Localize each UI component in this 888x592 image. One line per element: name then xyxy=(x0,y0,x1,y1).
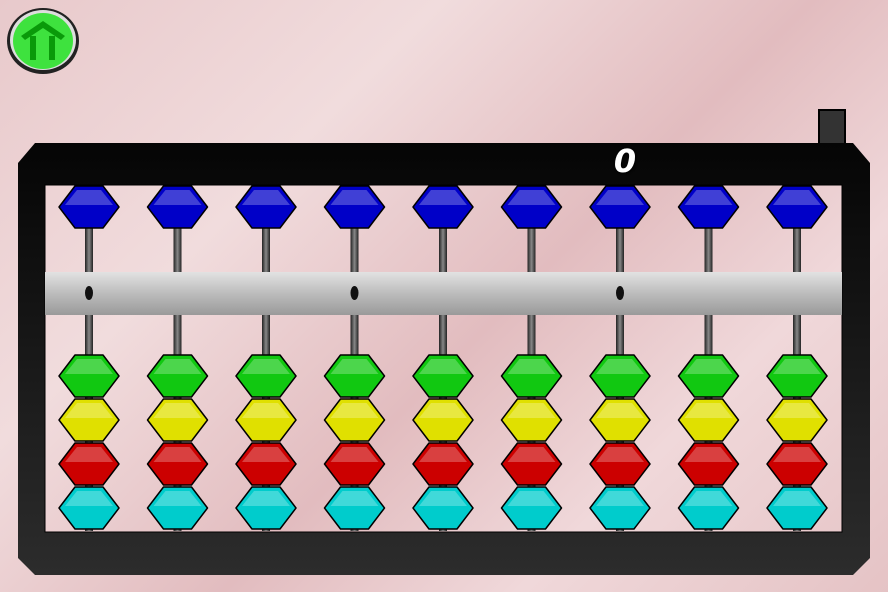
value-display: 0 xyxy=(613,142,637,180)
earth-bead[interactable] xyxy=(412,442,474,486)
earth-bead[interactable] xyxy=(412,486,474,530)
earth-bead[interactable] xyxy=(589,398,651,442)
home-icon xyxy=(7,8,79,74)
earth-bead[interactable] xyxy=(766,442,828,486)
unit-marker-dot xyxy=(350,286,359,300)
earth-bead[interactable] xyxy=(589,442,651,486)
bead-highlight xyxy=(330,403,379,418)
earth-bead[interactable] xyxy=(677,486,740,530)
bead-highlight xyxy=(153,403,202,418)
bead-highlight xyxy=(153,491,202,506)
heaven-bead[interactable] xyxy=(766,185,828,229)
earth-bead[interactable] xyxy=(235,442,297,486)
bead-highlight xyxy=(684,447,733,462)
earth-bead[interactable] xyxy=(412,354,474,398)
earth-bead[interactable] xyxy=(589,486,651,530)
earth-bead[interactable] xyxy=(323,486,386,530)
earth-bead[interactable] xyxy=(235,354,297,398)
bead-highlight xyxy=(65,190,113,205)
bead-highlight xyxy=(242,190,290,205)
heaven-bead[interactable] xyxy=(235,185,297,229)
bead-highlight xyxy=(773,190,821,205)
earth-bead[interactable] xyxy=(235,486,297,530)
earth-bead[interactable] xyxy=(766,354,828,398)
earth-bead[interactable] xyxy=(766,486,828,530)
bead-highlight xyxy=(330,491,379,506)
bead-highlight xyxy=(419,491,467,506)
heaven-bead[interactable] xyxy=(412,185,474,229)
bead-highlight xyxy=(419,403,467,418)
bead-highlight xyxy=(596,403,644,418)
earth-bead[interactable] xyxy=(677,442,740,486)
earth-bead[interactable] xyxy=(58,354,120,398)
bead-highlight xyxy=(419,190,467,205)
bead-highlight xyxy=(507,403,556,418)
heaven-bead[interactable] xyxy=(146,185,209,229)
bead-highlight xyxy=(153,447,202,462)
beam xyxy=(45,272,842,315)
bead-highlight xyxy=(242,447,290,462)
bead-highlight xyxy=(684,359,733,374)
earth-bead[interactable] xyxy=(500,486,563,530)
earth-bead[interactable] xyxy=(323,354,386,398)
earth-bead[interactable] xyxy=(677,354,740,398)
earth-bead[interactable] xyxy=(146,398,209,442)
earth-bead[interactable] xyxy=(58,398,120,442)
bead-highlight xyxy=(330,190,379,205)
heaven-bead[interactable] xyxy=(589,185,651,229)
earth-bead[interactable] xyxy=(412,398,474,442)
bead-highlight xyxy=(242,359,290,374)
bead-highlight xyxy=(773,447,821,462)
bead-highlight xyxy=(65,403,113,418)
earth-bead[interactable] xyxy=(146,442,209,486)
bead-highlight xyxy=(773,403,821,418)
bead-highlight xyxy=(507,359,556,374)
earth-bead[interactable] xyxy=(766,398,828,442)
bead-highlight xyxy=(507,190,556,205)
bead-highlight xyxy=(684,491,733,506)
bead-highlight xyxy=(596,359,644,374)
bead-highlight xyxy=(596,491,644,506)
bead-highlight xyxy=(153,190,202,205)
earth-bead[interactable] xyxy=(323,442,386,486)
heaven-bead[interactable] xyxy=(323,185,386,229)
bead-highlight xyxy=(507,447,556,462)
bead-highlight xyxy=(773,359,821,374)
earth-bead[interactable] xyxy=(500,398,563,442)
earth-bead[interactable] xyxy=(677,398,740,442)
bead-highlight xyxy=(65,359,113,374)
heaven-bead[interactable] xyxy=(500,185,563,229)
bead-highlight xyxy=(596,190,644,205)
earth-bead[interactable] xyxy=(146,354,209,398)
bead-highlight xyxy=(65,447,113,462)
earth-bead[interactable] xyxy=(323,398,386,442)
earth-bead[interactable] xyxy=(58,442,120,486)
earth-bead[interactable] xyxy=(58,486,120,530)
bead-highlight xyxy=(153,359,202,374)
earth-bead[interactable] xyxy=(500,442,563,486)
bead-highlight xyxy=(596,447,644,462)
bead-highlight xyxy=(684,403,733,418)
bead-highlight xyxy=(242,403,290,418)
bead-highlight xyxy=(419,447,467,462)
heaven-bead[interactable] xyxy=(58,185,120,229)
home-button[interactable] xyxy=(6,6,81,75)
bead-highlight xyxy=(242,491,290,506)
earth-bead[interactable] xyxy=(235,398,297,442)
unit-marker-dot xyxy=(85,286,93,300)
bead-highlight xyxy=(773,491,821,506)
earth-bead[interactable] xyxy=(500,354,563,398)
bead-highlight xyxy=(330,359,379,374)
bead-highlight xyxy=(507,491,556,506)
reset-lever[interactable] xyxy=(818,109,846,147)
earth-bead[interactable] xyxy=(146,486,209,530)
unit-marker-dot xyxy=(616,286,624,300)
earth-bead[interactable] xyxy=(589,354,651,398)
bead-highlight xyxy=(419,359,467,374)
bead-highlight xyxy=(330,447,379,462)
heaven-bead[interactable] xyxy=(677,185,740,229)
bead-highlight xyxy=(65,491,113,506)
bead-highlight xyxy=(684,190,733,205)
